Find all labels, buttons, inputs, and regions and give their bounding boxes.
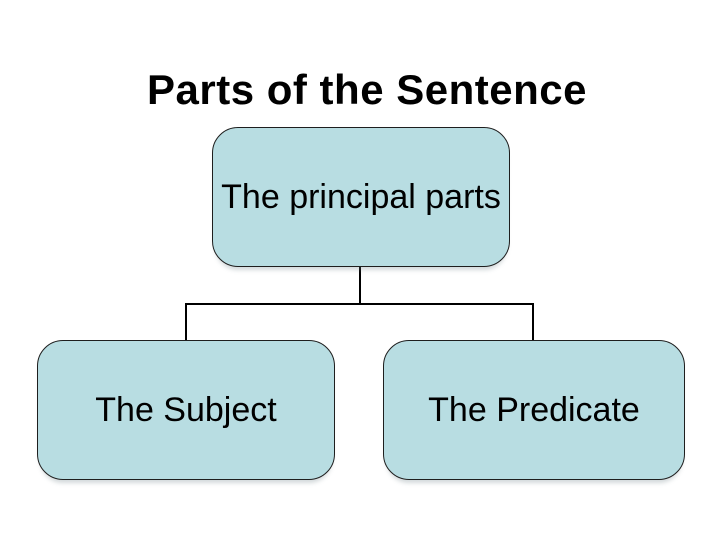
slide-title: Parts of the Sentence xyxy=(147,66,587,114)
connector-drop-predicate xyxy=(532,303,534,341)
connector-horizontal-bar xyxy=(185,303,534,305)
node-principal-parts-label: The principal parts xyxy=(221,177,501,216)
node-predicate: The Predicate xyxy=(383,340,685,480)
connector-drop-subject xyxy=(185,303,187,341)
node-subject: The Subject xyxy=(37,340,335,480)
node-principal-parts: The principal parts xyxy=(212,127,510,267)
node-subject-label: The Subject xyxy=(95,390,277,429)
node-predicate-label: The Predicate xyxy=(428,390,640,429)
connector-root-stem xyxy=(359,266,361,305)
